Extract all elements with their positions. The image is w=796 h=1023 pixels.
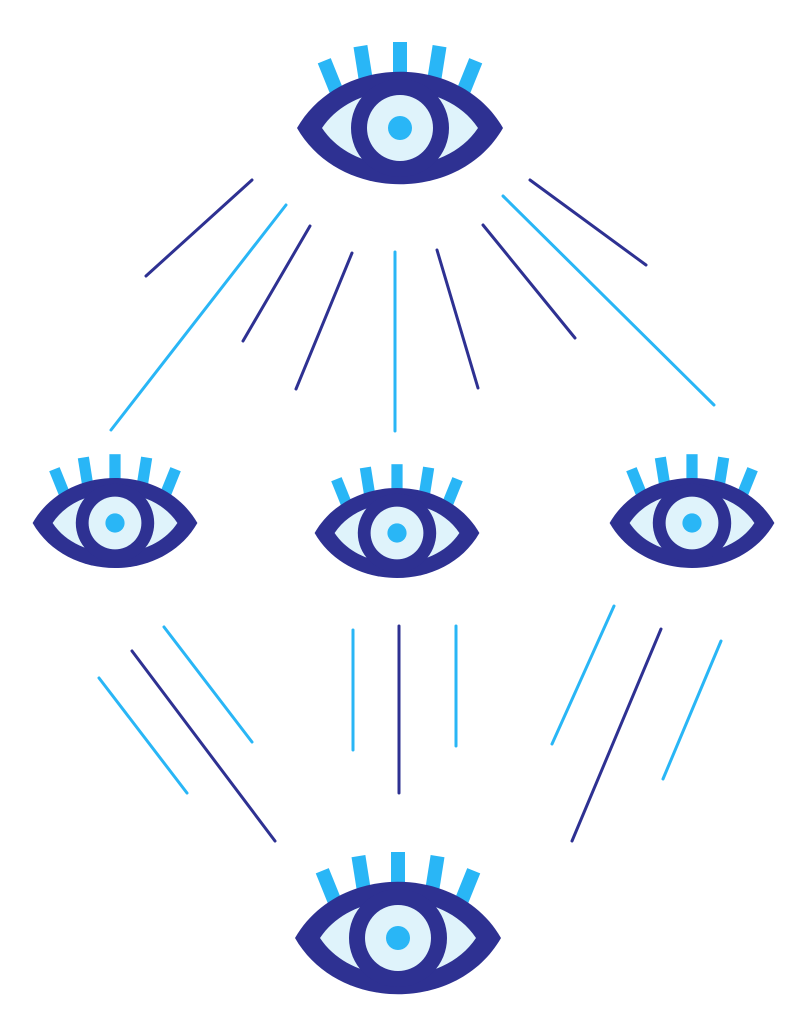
sight-line bbox=[528, 178, 648, 267]
eye-icon-bottom bbox=[295, 852, 501, 995]
sight-line bbox=[241, 224, 312, 343]
eye-icon-middle-left bbox=[32, 454, 198, 568]
sight-lines bbox=[97, 178, 723, 843]
sight-line bbox=[501, 194, 716, 407]
eye-icon-middle-center bbox=[314, 464, 480, 578]
sight-line bbox=[550, 604, 616, 746]
sight-line bbox=[570, 627, 663, 843]
sight-line bbox=[435, 248, 480, 390]
eye-icon-top bbox=[297, 42, 503, 185]
sight-line bbox=[162, 625, 254, 744]
sight-line bbox=[144, 178, 254, 278]
sight-line bbox=[97, 676, 189, 795]
sight-line bbox=[661, 639, 723, 781]
sight-line bbox=[481, 223, 577, 340]
eye-icon-middle-right bbox=[609, 454, 775, 568]
eyes-group bbox=[32, 42, 775, 995]
sight-line bbox=[130, 649, 277, 843]
sight-line bbox=[109, 203, 288, 432]
sight-line bbox=[294, 251, 354, 391]
